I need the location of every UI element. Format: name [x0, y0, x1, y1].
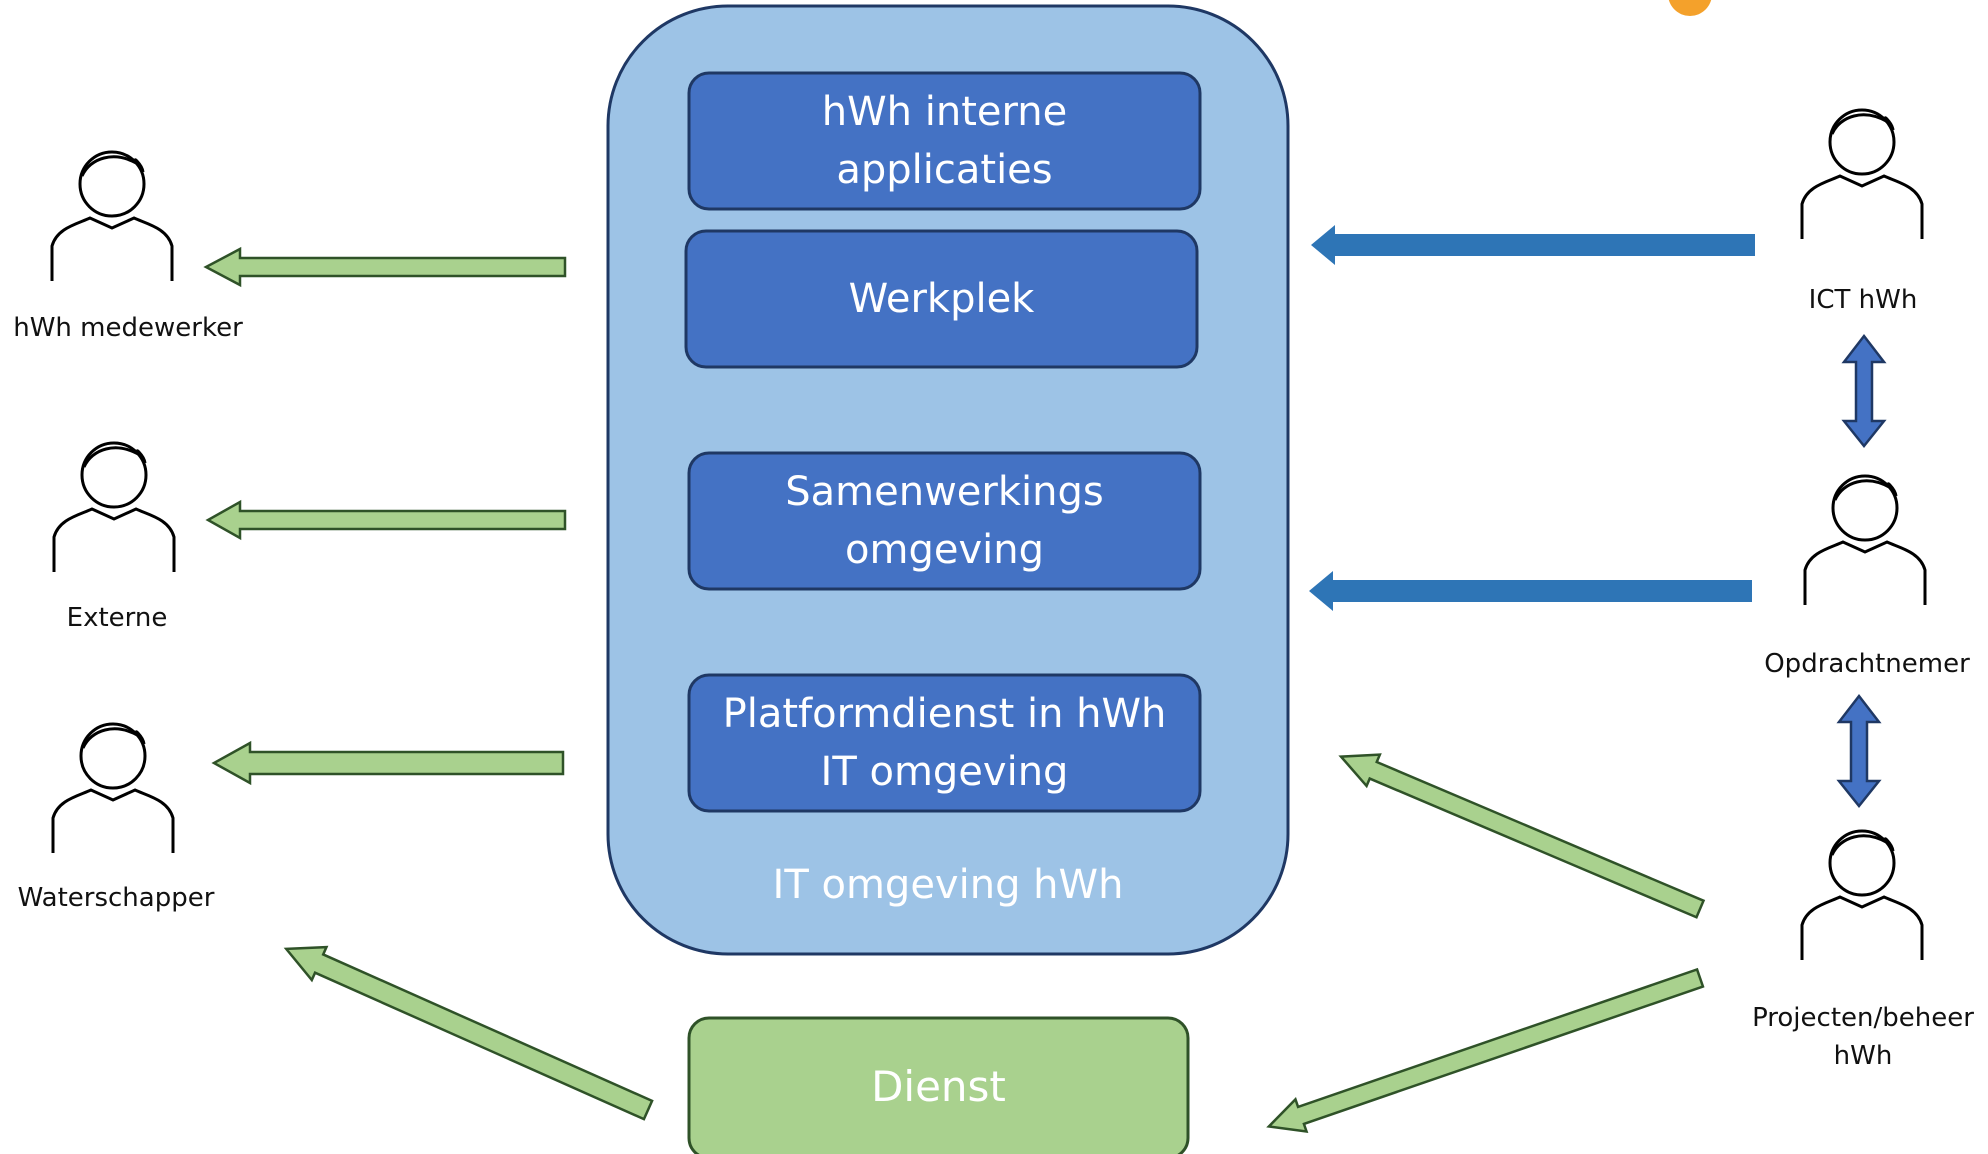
- box-interne-applicaties-label: hWh interne applicaties: [821, 89, 1068, 193]
- box-dienst-label: Dienst: [871, 1061, 1006, 1111]
- arrow-to-waterschapper: [211, 740, 565, 786]
- actor-label-hwh-medewerker: hWh medewerker: [13, 313, 243, 343]
- double-arrow-opdrachtnemer-projecten: [1836, 693, 1882, 809]
- person-outline-icon: [50, 150, 174, 283]
- box-samenwerkingsomgeving-label: Samenwerkings omgeving: [785, 469, 1104, 573]
- box-interne-applicaties: [687, 71, 1202, 211]
- box-werkplek-label: Werkplek: [848, 276, 1035, 322]
- container-label: IT omgeving hWh: [772, 862, 1124, 908]
- person-outline-icon: [1800, 829, 1924, 962]
- box-dienst: [687, 1016, 1190, 1154]
- arrow-to-externe: [205, 499, 567, 541]
- actor-label-externe: Externe: [66, 603, 168, 633]
- arrow-to-hwh-medewerker: [203, 246, 567, 288]
- box-platformdienst-label: Platformdienst in hWh IT omgeving: [722, 691, 1167, 795]
- box-werkplek: [684, 229, 1199, 369]
- person-outline-icon: [52, 441, 176, 574]
- box-samenwerkingsomgeving: [687, 451, 1202, 591]
- person-outline-icon: [51, 722, 175, 855]
- box-platformdienst: [687, 673, 1202, 813]
- actor-label-ict-hwh: ICT hWh: [1808, 285, 1918, 315]
- actor-label-opdrachtnemer: Opdrachtnemer: [1764, 649, 1970, 679]
- arrow-dienst-to-waterschapper: [283, 945, 654, 1121]
- arrow-ict-to-werkplek: [1311, 225, 1755, 265]
- double-arrow-ict-opdrachtnemer: [1841, 333, 1887, 449]
- arrow-opdrachtnemer-to-samenwerking: [1309, 571, 1752, 611]
- orange-circle-icon: [1668, 0, 1712, 16]
- actor-label-waterschapper: Waterschapper: [17, 883, 215, 913]
- actor-label-projecten-beheer: Projecten/beheer hWh: [1752, 1003, 1974, 1071]
- person-outline-icon: [1803, 474, 1927, 607]
- person-outline-icon: [1800, 108, 1924, 241]
- arrow-projecten-to-platformdienst: [1338, 753, 1706, 919]
- arrow-projecten-to-dienst: [1266, 967, 1705, 1133]
